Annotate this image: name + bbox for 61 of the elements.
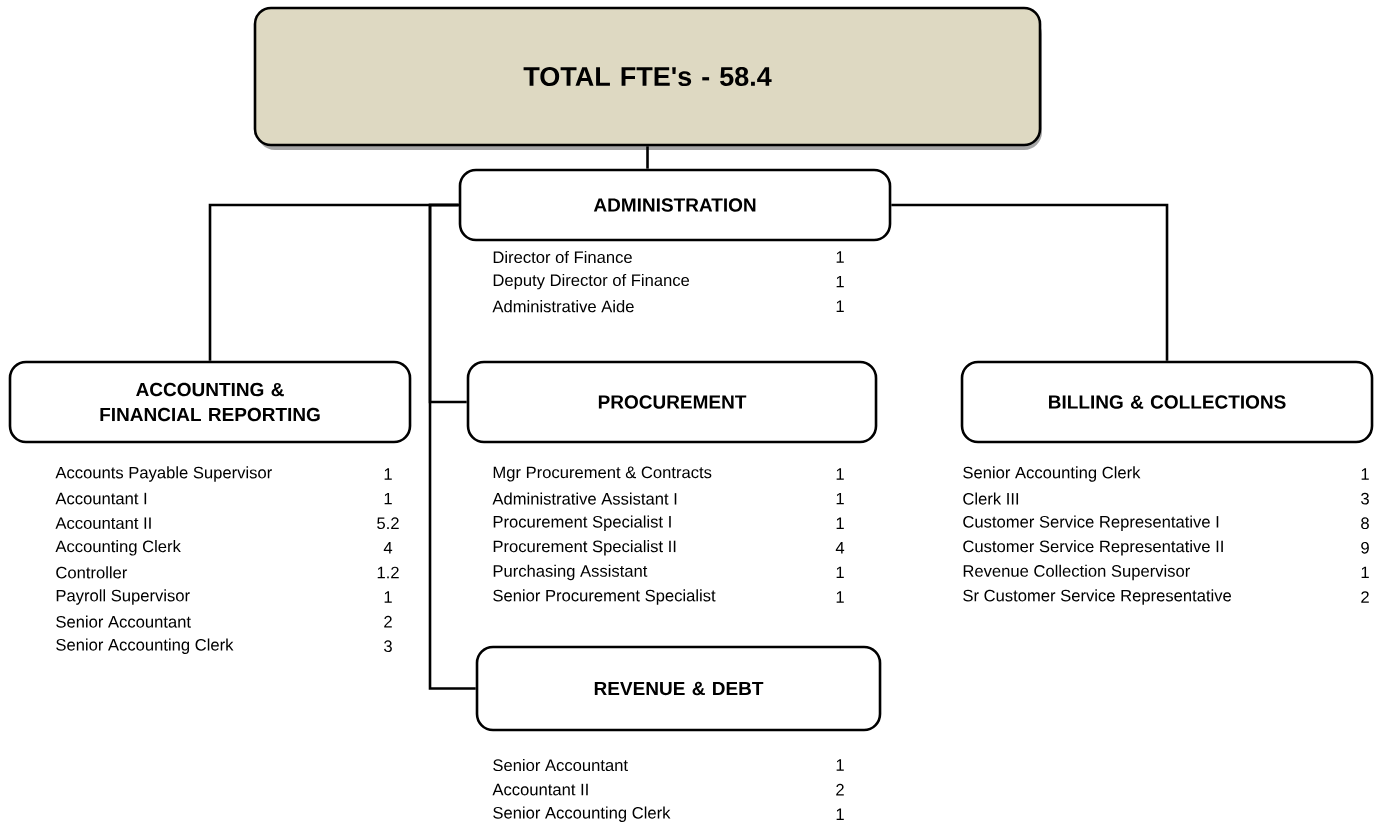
fte-count: 4 — [835, 542, 845, 554]
fte-count: 1 — [836, 468, 844, 480]
position-title: Procurement Specialist II — [493, 540, 676, 556]
fte-count: 3 — [384, 640, 392, 653]
position-title: Director of Finance — [493, 250, 632, 264]
position-title: Senior Accounting Clerk — [493, 806, 671, 822]
fte-count: 8 — [1361, 517, 1369, 530]
position-title: Clerk III — [963, 492, 1019, 505]
total-box: TOTAL FTE's - 58.4 — [253, 6, 1042, 150]
position-title: Senior Accountant — [493, 758, 628, 772]
fte-count: 1 — [384, 591, 392, 603]
connector-line — [891, 203, 1169, 361]
position-title: Accounting Clerk — [55, 540, 181, 556]
department-box: ADMINISTRATION — [458, 168, 892, 242]
fte-count: 2 — [1361, 591, 1369, 603]
fte-count: 1 — [1361, 566, 1369, 579]
connector-line — [428, 203, 476, 690]
position-title: Payroll Supervisor — [56, 589, 190, 605]
position-title: Purchasing Assistant — [493, 564, 648, 581]
position-title: Senior Accounting Clerk — [963, 466, 1141, 482]
position-title: Senior Accounting Clerk — [56, 638, 234, 654]
fte-count: 1 — [1361, 468, 1369, 480]
department-box: BILLING & COLLECTIONS — [960, 360, 1374, 444]
position-title: Senior Accountant — [56, 615, 191, 628]
position-title: Senior Procurement Specialist — [493, 589, 716, 605]
position-title: Customer Service Representative I — [963, 515, 1219, 531]
position-title: Customer Service Representative II — [963, 540, 1223, 556]
fte-count: 1 — [836, 808, 844, 820]
fte-count: 1 — [384, 468, 392, 480]
position-title: Procurement Specialist I — [493, 515, 671, 531]
fte-count: 4 — [383, 542, 393, 554]
fte-count: 1 — [836, 566, 844, 579]
department-box: REVENUE & DEBT — [475, 645, 882, 732]
position-title: Mgr Procurement & Contracts — [493, 466, 712, 482]
fte-count: 2 — [384, 615, 392, 628]
fte-count: 2 — [836, 783, 844, 796]
connector-line — [646, 146, 649, 169]
fte-count: 3 — [1361, 492, 1369, 505]
fte-count: 1 — [836, 759, 844, 771]
position-title: Accountant II — [55, 517, 151, 529]
fte-count: 1 — [836, 251, 844, 263]
fte-count: 9 — [1361, 541, 1369, 554]
fte-count: 1 — [836, 492, 844, 505]
fte-count: 1 — [836, 517, 844, 529]
position-title: Accountant II — [492, 783, 588, 796]
fte-count: 1 — [836, 300, 844, 312]
position-title: Accountant I — [55, 492, 147, 505]
department-box: ACCOUNTING & FINANCIAL REPORTING — [8, 360, 412, 444]
fte-count: 1 — [836, 275, 844, 288]
position-title: Revenue Collection Supervisor — [963, 564, 1190, 581]
fte-count: 1 — [384, 492, 392, 505]
position-title: Controller — [56, 566, 128, 579]
position-title: Deputy Director of Finance — [493, 273, 690, 290]
fte-count: 5.2 — [377, 517, 399, 530]
fte-count: 1 — [836, 591, 844, 603]
position-title: Accounts Payable Supervisor — [55, 466, 272, 482]
position-title: Administrative Assistant I — [492, 492, 677, 505]
department-box: PROCUREMENT — [466, 360, 878, 444]
position-title: Sr Customer Service Representative — [963, 589, 1232, 605]
fte-count: 1.2 — [377, 566, 399, 579]
position-title: Administrative Aide — [492, 300, 634, 313]
